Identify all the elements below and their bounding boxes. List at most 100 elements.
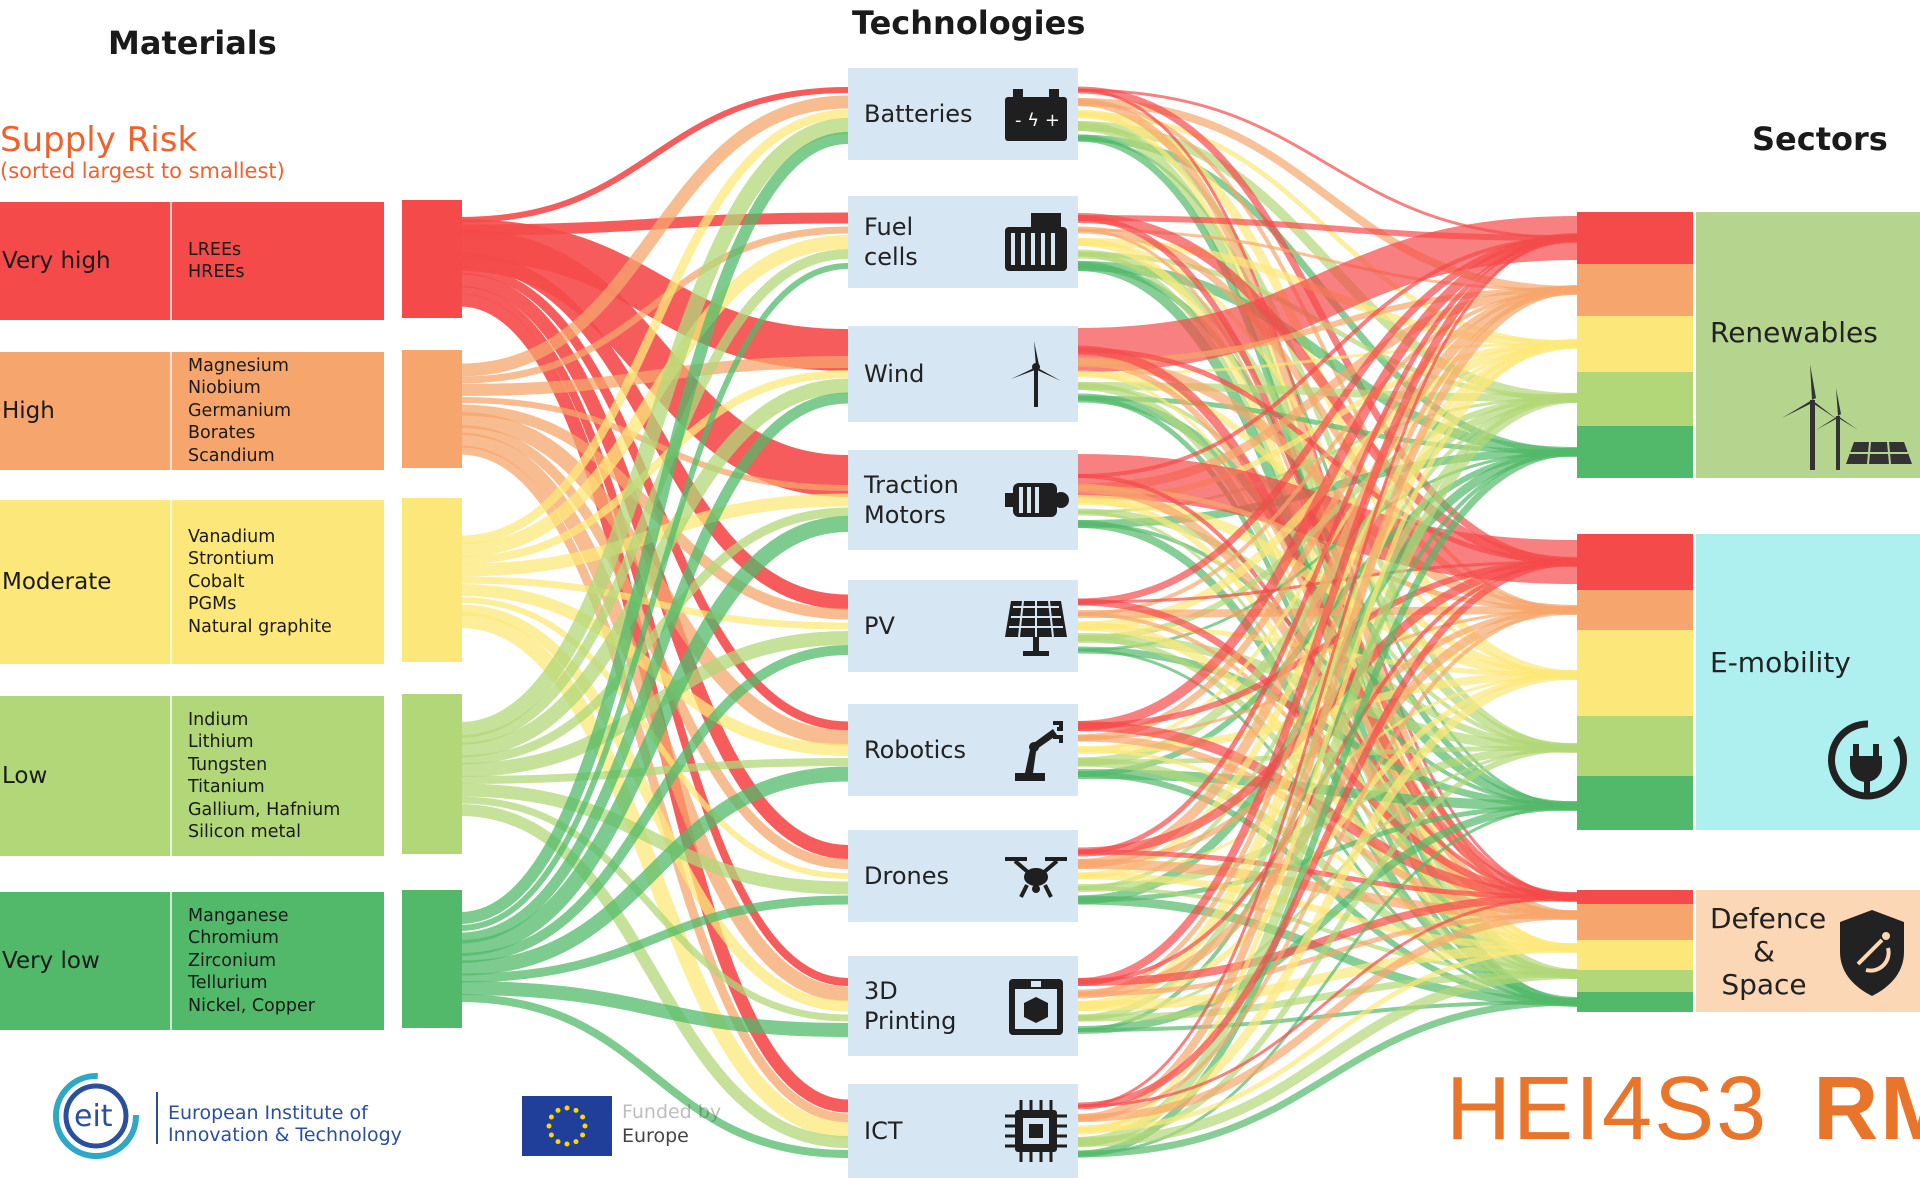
risk-source-block — [402, 890, 462, 1028]
risk-row-moderate: Moderate Vanadium Strontium Cobalt PGMs … — [0, 498, 384, 664]
supply-risk-label: Supply Risk — [0, 120, 198, 160]
tech-sector-flow — [1077, 969, 1578, 1147]
hei4s3-rm-logo: HEI4S3 RM — [1446, 1058, 1920, 1161]
sector-defence-space: Defence & Space — [1696, 890, 1920, 1012]
material-name: Manganese — [188, 905, 289, 926]
tech-sector-flow — [1077, 912, 1578, 997]
eit-logo: eit European Institute of Innovation & T… — [48, 1070, 418, 1170]
renewables-risk-strip — [1577, 212, 1693, 478]
tech-sector-flow — [1077, 849, 1578, 900]
drone-icon — [994, 841, 1078, 911]
material-name: Gallium, Hafnium — [188, 799, 341, 820]
eit-mark: eit — [74, 1099, 113, 1134]
eu-flag-icon — [522, 1096, 612, 1156]
supply-risk-subtitle: (sorted largest to smallest) — [0, 159, 285, 183]
tech-label: Wind — [864, 360, 925, 388]
tech-pv: PV — [848, 580, 1078, 672]
material-name: Zirconium — [188, 950, 277, 971]
materials-heading: Materials — [108, 24, 277, 62]
e-mobility-risk-strip — [1577, 534, 1693, 830]
tech-sector-flow — [1077, 911, 1578, 1122]
material-tech-flow — [459, 804, 849, 1148]
wind-turbine-icon — [994, 339, 1078, 409]
eu-funding-text: Funded by Europe — [622, 1100, 721, 1148]
risk-row-low: Low Indium Lithium Tungsten Titanium Gal… — [0, 694, 384, 856]
material-tech-flow — [459, 132, 849, 924]
tech-sector-flow — [1077, 288, 1578, 616]
tech-sector-flow — [1077, 448, 1578, 1158]
risk-source-block — [402, 498, 462, 662]
material-name: Tellurium — [188, 973, 268, 994]
defence-risk-strip — [1577, 890, 1693, 1012]
risk-row-very-low: Very low Manganese Chromium Zirconium Te… — [0, 890, 384, 1030]
tech-drones: Drones — [848, 830, 1078, 922]
tech-sector-flow — [1077, 287, 1578, 997]
tech-sector-flow — [1077, 598, 1578, 901]
technologies-heading: Technologies — [852, 4, 1086, 42]
tech-sector-flow — [1077, 216, 1578, 372]
material-tech-flow — [459, 507, 849, 765]
tech-sector-flow — [1077, 872, 1578, 952]
material-tech-flow — [459, 425, 849, 869]
material-name: Chromium — [188, 928, 279, 949]
eit-line1: European Institute of — [168, 1102, 368, 1124]
material-name: HREEs — [188, 262, 245, 282]
eu-line2: Europe — [622, 1125, 689, 1147]
tech-label: Batteries — [864, 100, 973, 128]
tech-robotics: Robotics — [848, 704, 1078, 796]
material-tech-flow — [459, 118, 849, 738]
material-tech-flow — [459, 758, 849, 784]
tech-sector-flow — [1077, 998, 1578, 1158]
tech-sector-flow — [1077, 345, 1578, 902]
risk-level-label: Low — [0, 696, 172, 856]
material-tech-flow — [459, 378, 849, 758]
tech-sector-flow — [1077, 236, 1578, 1108]
material-name: Strontium — [188, 549, 275, 570]
material-name: Nickel, Copper — [188, 995, 315, 1016]
fuel-cell-icon — [994, 207, 1078, 277]
sector-renewables: Renewables — [1696, 212, 1920, 478]
eit-line2: Innovation & Technology — [168, 1124, 402, 1146]
material-tech-flow — [459, 895, 849, 983]
material-name: Germanium — [188, 400, 292, 421]
sector-label: Defence & Space — [1710, 902, 1827, 1001]
material-name: Cobalt — [188, 571, 245, 592]
tech-label: ICT — [864, 1117, 903, 1145]
risk-level-label: Moderate — [0, 500, 172, 664]
tech-label: Traction Motors — [864, 471, 959, 529]
tech-label-text: Fuel cells — [864, 213, 918, 271]
material-name: Vanadium — [188, 526, 276, 547]
tech-sector-flow — [1077, 286, 1578, 742]
hei-text: HEI4S3 — [1446, 1059, 1769, 1159]
eit-text: European Institute of Innovation & Techn… — [168, 1102, 402, 1146]
tech-label: Drones — [864, 862, 949, 890]
material-name: Titanium — [188, 777, 265, 797]
risk-materials-list: LREEs HREEs — [172, 202, 384, 320]
material-tech-flow — [459, 766, 849, 976]
tech-sector-flow — [1077, 233, 1578, 731]
material-name: Niobium — [188, 378, 261, 399]
tech-sector-flow — [1077, 859, 1578, 920]
material-tech-flow — [459, 645, 849, 963]
solar-panel-icon — [994, 591, 1078, 661]
risk-row-high: High Magnesium Niobium Germanium Borates… — [0, 350, 384, 470]
material-tech-flow — [459, 249, 849, 745]
tech-sector-flow — [1077, 234, 1578, 986]
risk-level-label: High — [0, 352, 172, 470]
material-tech-flow — [459, 356, 849, 396]
robot-arm-icon — [994, 715, 1078, 785]
tech-sector-flow — [1077, 803, 1578, 903]
material-tech-flow — [459, 87, 849, 223]
tech-sector-flow — [1077, 895, 1578, 1007]
tech-sector-flow — [1077, 943, 1578, 1011]
sectors-heading: Sectors — [1752, 120, 1888, 158]
chip-icon — [994, 1096, 1078, 1166]
motor-icon — [994, 465, 1078, 535]
material-tech-flow — [459, 235, 849, 557]
material-name: Borates — [188, 423, 256, 444]
risk-level-label: Very high — [0, 202, 172, 320]
tech-sector-flow — [1077, 235, 1578, 855]
risk-materials-list: Vanadium Strontium Cobalt PGMs Natural g… — [172, 500, 384, 664]
tech-sector-flow — [1077, 608, 1578, 1120]
material-name: Scandium — [188, 445, 275, 466]
